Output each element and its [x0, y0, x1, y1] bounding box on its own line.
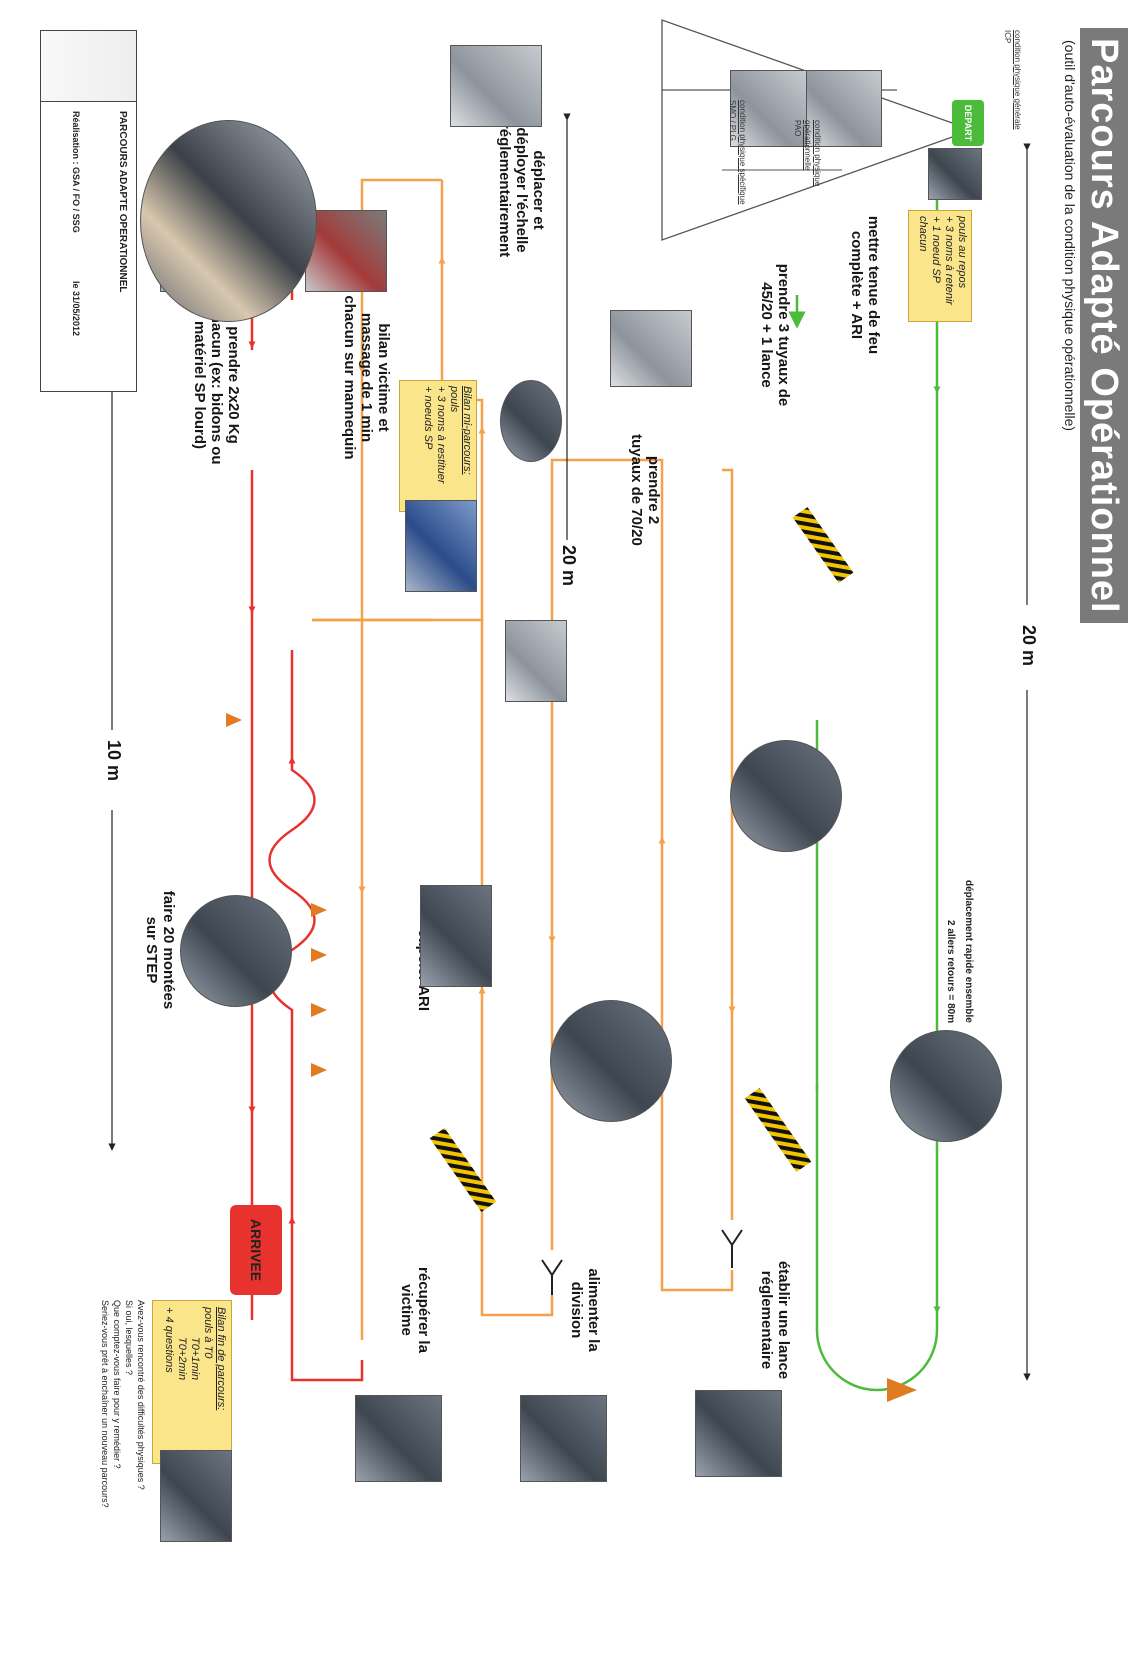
question-item: Si oui, lesquelles ?: [124, 1300, 134, 1376]
photo-ari: [420, 885, 492, 987]
photo-echelle-2: [505, 620, 567, 702]
end-bilan-line: + 4 questions: [163, 1307, 175, 1373]
bottom-dimension-10m: 10 m: [104, 740, 124, 782]
mid-bilan-line: + noeuds SP: [422, 386, 434, 450]
pyramid-label: condition physique: [813, 120, 822, 187]
end-bilan-line: pouls à T0: [202, 1307, 214, 1359]
step-tenue: mettre tenue de feu complète + ARI: [848, 215, 882, 355]
photo-tuyaux-70-round: [550, 1000, 672, 1122]
question-item: Avez-vous rencontré des difficultés phys…: [136, 1300, 146, 1490]
end-bilan-title: Bilan fin de parcours:: [215, 1307, 227, 1411]
questions-list: Avez-vous rencontré des difficultés phys…: [99, 1300, 147, 1630]
photo-step: [180, 895, 292, 1007]
photo-tuyaux-70: [610, 310, 692, 387]
photo-tuyaux-round: [730, 740, 842, 852]
photo-echelle: [450, 45, 542, 127]
photo-massage: [305, 210, 387, 292]
question-item: Que comptez-vous faire pour y remédier ?: [112, 1300, 122, 1469]
mid-bilan: Bilan mi-parcours: pouls + 3 noms à rest…: [399, 380, 477, 512]
bottom-dimension-20m: 20 m: [559, 545, 579, 587]
title-block-logo: [41, 31, 136, 102]
pyramid-label: ICP: [1003, 30, 1012, 44]
finish-flag: ARRIVEE: [230, 1205, 282, 1295]
title-block-author: Réalisation : GSA / FO / SSG: [71, 111, 81, 233]
end-bilan: Bilan fin de parcours: pouls à T0 T0+1mi…: [152, 1300, 232, 1464]
end-bilan-line: T0+2min: [176, 1337, 188, 1381]
start-note-line: + 3 noms à retenir: [943, 216, 955, 305]
barrier-2: [429, 1127, 497, 1213]
barrier-1: [744, 1087, 812, 1173]
pyramid-label: condition physique générale: [1013, 30, 1022, 130]
pyramid-label: PAO: [793, 120, 802, 137]
question-item: Seriez-vous prêt à enchaîner un nouveau …: [100, 1300, 110, 1508]
photo-mid-bilan: [405, 500, 477, 592]
title-block: PARCOURS ADAPTE OPERATIONNEL Réalisation…: [40, 30, 137, 392]
group-photo: [140, 120, 317, 322]
photo-deplacement: [890, 1030, 1002, 1142]
end-bilan-line: T0+1min: [189, 1337, 201, 1381]
pyramid-top-label: condition physique spécifique SMO / PLG: [727, 100, 747, 300]
pyramid-label: condition physique spécifique: [738, 100, 747, 205]
step-lance: établir une lance réglementaire: [758, 1260, 792, 1380]
photo-echelle-round: [500, 380, 562, 462]
pyramid-label: opérationnelle: [803, 120, 812, 171]
photo-lance: [695, 1390, 782, 1477]
mid-bilan-line: pouls: [448, 386, 460, 413]
start-note: pouls au repos + 3 noms à retenir + 1 no…: [908, 210, 972, 322]
pyramid-bottom-label: condition physique générale ICP: [1002, 30, 1022, 170]
lance-symbol: [541, 1229, 743, 1295]
step-tuyaux-45: prendre 3 tuyaux de 45/20 + 1 lance: [758, 263, 792, 407]
start-photo: [928, 148, 982, 200]
step-tuyaux-70: prendre 2 tuyaux de 70/20: [628, 434, 662, 546]
start-flag: DEPART: [952, 100, 984, 146]
step-charge: prendre 2x20 Kg chacun (ex: bidons ou ma…: [191, 305, 242, 465]
pyramid-label: SMO / PLG: [728, 100, 737, 141]
bottom-dimensions: [108, 113, 571, 1151]
top-dimension-label: 20 m: [1019, 625, 1039, 667]
photo-end-bilan: [160, 1450, 232, 1542]
step-echelle: déplacer et déployer l'échelle réglement…: [496, 122, 547, 258]
barrier-3: [792, 507, 854, 583]
step-division: alimenter la division: [568, 1268, 602, 1352]
mid-bilan-line: + 3 noms à restituer: [435, 386, 447, 484]
mid-bilan-title: Bilan mi-parcours:: [461, 386, 473, 475]
step-massage: bilan victime et massage de 1 min chacun…: [341, 295, 392, 460]
step-step: faire 20 montées sur STEP: [143, 890, 177, 1010]
start-note-line: pouls au repos: [956, 216, 968, 289]
photo-division: [520, 1395, 607, 1482]
title-block-name: PARCOURS ADAPTE OPERATIONNEL: [117, 111, 128, 293]
cones: [226, 713, 917, 1402]
title-block-date: le 31/05/2012: [71, 281, 81, 337]
start-note-line: + 1 noeud SP chacun: [917, 216, 942, 283]
step-victime: récupérer la victime: [398, 1267, 432, 1353]
pyramid-middle-label: condition physique opérationnelle PAO: [792, 120, 822, 200]
photo-victime: [355, 1395, 442, 1482]
orange-route: [312, 178, 736, 1340]
